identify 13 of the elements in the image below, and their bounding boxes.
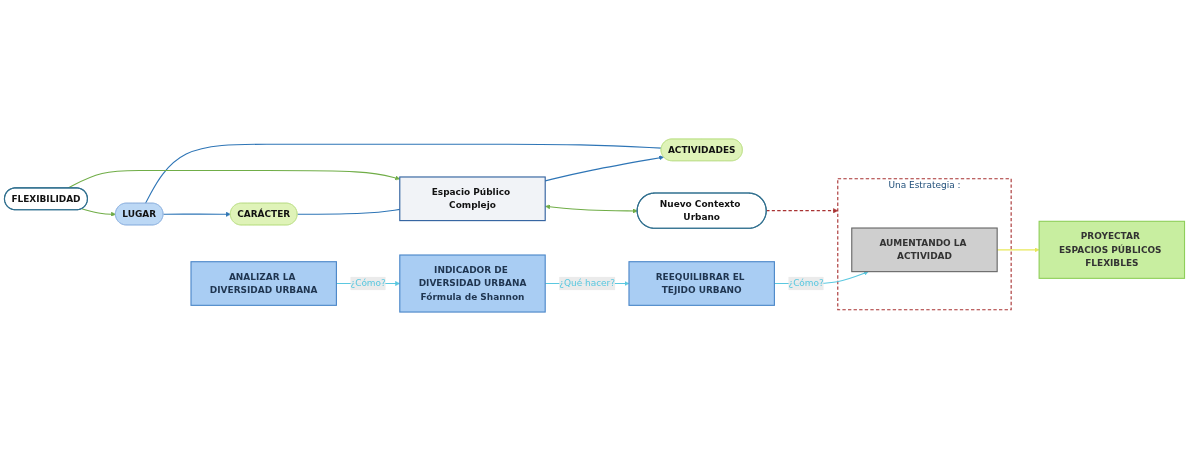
arrow (162, 211, 231, 217)
node-box: ANALIZAR LA DIVERSIDAD URBANA (190, 261, 337, 306)
node-box: INDICADOR DE DIVERSIDAD URBANA Fórmula de Shannon (399, 254, 546, 313)
edge-label: ¿Cómo? (350, 277, 386, 289)
node-box: AUMENTANDO LA ACTIVIDAD (851, 227, 998, 273)
arrow (81, 208, 116, 217)
connector (144, 143, 663, 204)
edge-label: ¿Cómo? (788, 277, 824, 289)
node-box: Espacio Público Complejo (399, 176, 546, 222)
arrow (545, 204, 638, 214)
edge-label: ¿Qué hacer? (559, 277, 615, 289)
node-box: REEQUILIBRAR EL TEJIDO URBANO (628, 261, 775, 306)
node-box: PROYECTAR ESPACIOS PÚBLICOS FLEXIBLES (1038, 220, 1186, 279)
